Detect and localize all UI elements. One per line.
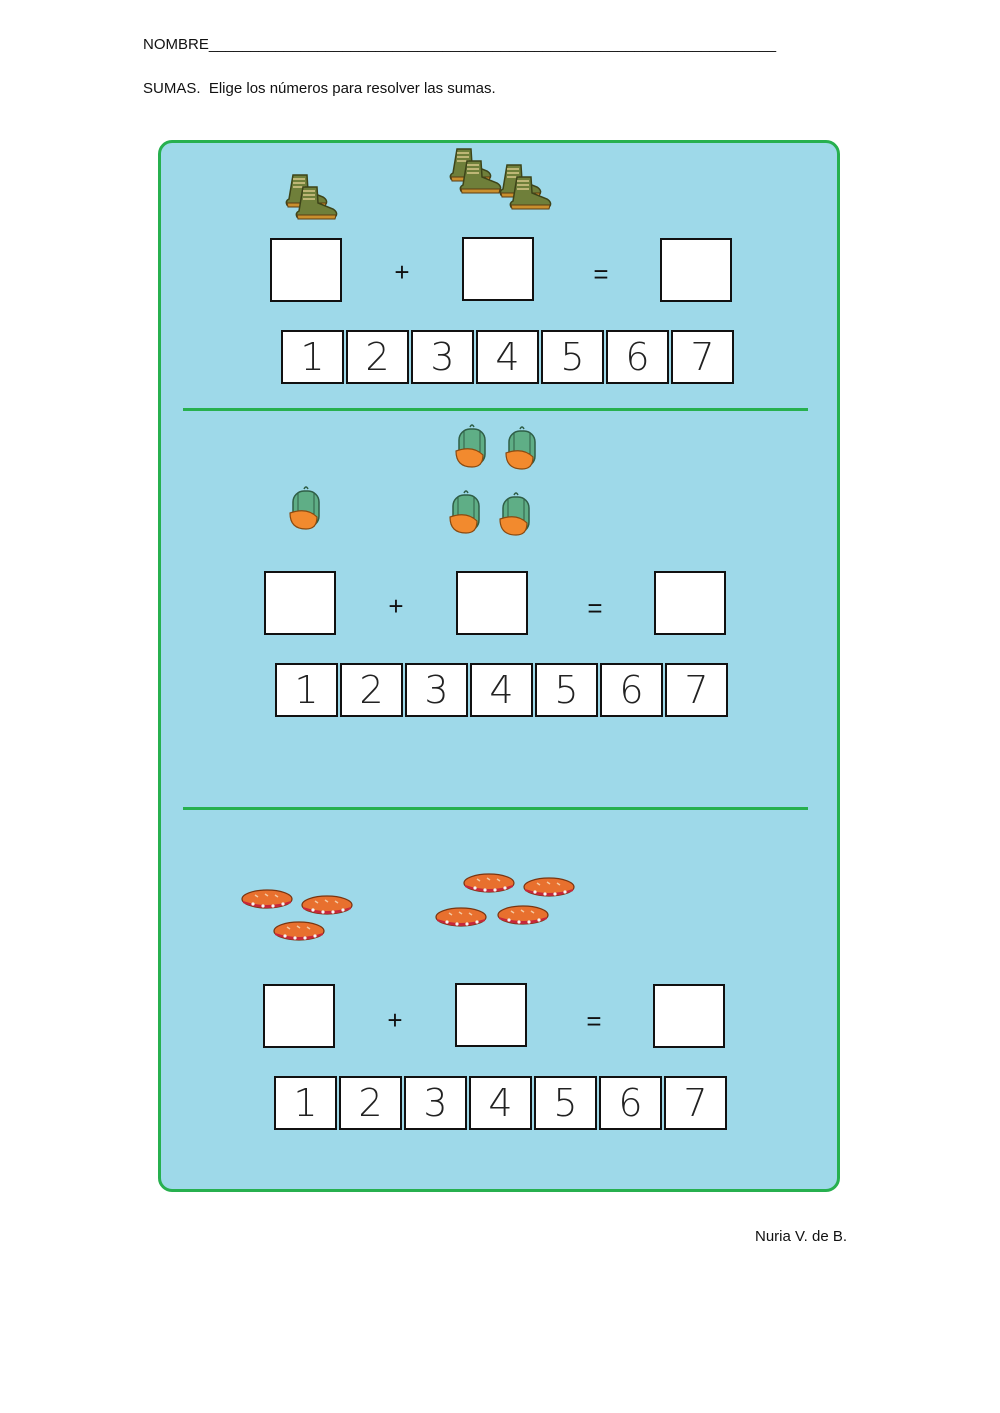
number-tile[interactable]: 4 — [470, 663, 533, 717]
equals-sign: = — [587, 593, 603, 623]
answer-box-addend-1[interactable] — [263, 984, 335, 1048]
number-tile[interactable]: 2 — [339, 1076, 402, 1130]
answer-box-addend-2[interactable] — [462, 237, 534, 301]
number-tile[interactable]: 7 — [671, 330, 734, 384]
answer-box-addend-1[interactable] — [270, 238, 342, 302]
number-tiles-row: 1 2 3 4 5 6 7 — [281, 330, 736, 384]
number-tiles-row: 1 2 3 4 5 6 7 — [274, 1076, 729, 1130]
number-tile[interactable]: 7 — [664, 1076, 727, 1130]
number-tile[interactable]: 4 — [469, 1076, 532, 1130]
instructions-text: SUMAS. Elige los números para resolver l… — [143, 80, 496, 97]
number-tile[interactable]: 5 — [535, 663, 598, 717]
answer-box-addend-1[interactable] — [264, 571, 336, 635]
number-tile[interactable]: 1 — [281, 330, 344, 384]
section-divider — [183, 408, 808, 411]
number-tile[interactable]: 6 — [599, 1076, 662, 1130]
number-tile[interactable]: 6 — [606, 330, 669, 384]
number-tile[interactable]: 5 — [534, 1076, 597, 1130]
author-credit: Nuria V. de B. — [755, 1228, 847, 1245]
name-field-label: NOMBRE__________________________________… — [143, 36, 777, 53]
number-tile[interactable]: 2 — [346, 330, 409, 384]
number-tile[interactable]: 3 — [405, 663, 468, 717]
sandwiches-group-2 — [435, 873, 575, 927]
answer-box-sum[interactable] — [660, 238, 732, 302]
answer-box-sum[interactable] — [654, 571, 726, 635]
number-tiles-row: 1 2 3 4 5 6 7 — [275, 663, 730, 717]
exercise-panel: + = 1 2 3 4 5 6 7 + = 1 2 3 4 5 6 7 — [158, 140, 840, 1192]
plus-sign: + — [387, 1005, 403, 1035]
boots-group-2 — [449, 148, 552, 210]
answer-box-addend-2[interactable] — [455, 983, 527, 1047]
number-tile[interactable]: 2 — [340, 663, 403, 717]
number-tile[interactable]: 3 — [404, 1076, 467, 1130]
answer-box-addend-2[interactable] — [456, 571, 528, 635]
equals-sign: = — [586, 1006, 602, 1036]
equals-sign: = — [593, 259, 609, 289]
number-tile[interactable]: 6 — [600, 663, 663, 717]
number-tile[interactable]: 1 — [275, 663, 338, 717]
sandwiches-group-1 — [241, 889, 353, 941]
number-tile[interactable]: 3 — [411, 330, 474, 384]
plus-sign: + — [394, 257, 410, 287]
number-tile[interactable]: 4 — [476, 330, 539, 384]
number-tile[interactable]: 5 — [541, 330, 604, 384]
boots-group-1 — [285, 174, 338, 220]
plus-sign: + — [388, 591, 404, 621]
section-divider — [183, 807, 808, 810]
backpacks-group-2 — [449, 424, 536, 536]
backpacks-group-1 — [289, 486, 320, 530]
number-tile[interactable]: 1 — [274, 1076, 337, 1130]
answer-box-sum[interactable] — [653, 984, 725, 1048]
number-tile[interactable]: 7 — [665, 663, 728, 717]
